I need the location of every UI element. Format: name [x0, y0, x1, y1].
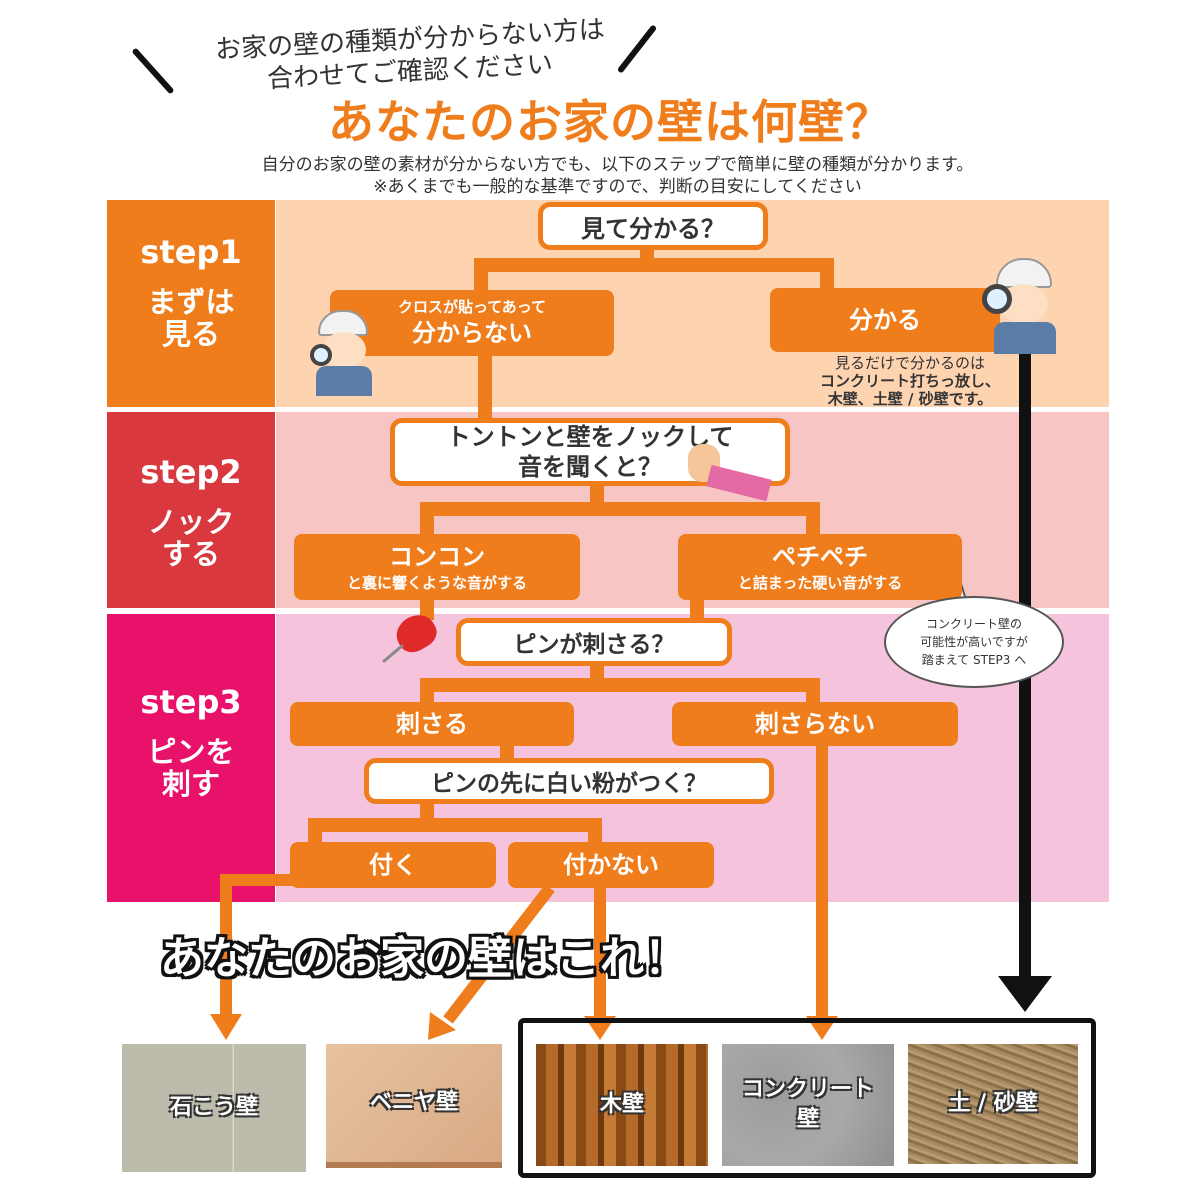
concrete-hint-bubble: コンクリート壁の 可能性が高いですが 踏まえて STEP3 へ	[884, 596, 1064, 688]
connector	[420, 678, 434, 708]
answer-powder-no-label: 付かない	[563, 851, 659, 879]
description-line2: ※あくまでも一般的な基準ですので、判断の目安にしてください	[373, 177, 862, 197]
answer-cannot-tell: クロスが貼ってあって 分からない	[330, 290, 614, 356]
connector	[806, 678, 820, 708]
answer-pin-not-in: 刺さらない	[672, 702, 958, 746]
arrow-to-veneer	[443, 884, 555, 1024]
step2-label: step2 ノック する	[107, 452, 275, 570]
note-line2: コンクリート打ちっ放し、	[819, 372, 1000, 390]
connector	[690, 598, 704, 620]
step3-label-bg	[107, 614, 275, 902]
note-line1: 見るだけで分かるのは	[834, 354, 985, 372]
page-title: あなたのお家の壁は何壁？	[328, 95, 892, 149]
question-see: 見て分かる？	[538, 202, 768, 250]
knocking-hand-icon	[680, 444, 772, 502]
step2-label-bg	[107, 412, 275, 608]
answer-solid-sound: ペチペチ と詰まった硬い音がする	[678, 534, 962, 600]
wall-tile-gypsum: 石こう壁	[122, 1044, 306, 1172]
answer-powder-yes-label: 付く	[369, 851, 417, 879]
visible-walls-frame	[518, 1018, 1096, 1178]
connector	[308, 818, 322, 846]
arrowhead-visible-walls	[998, 976, 1052, 1012]
answer-powder-yes: 付く	[290, 842, 496, 888]
pushpin-icon	[374, 608, 444, 668]
connector	[478, 352, 492, 424]
arrow-to-gypsum	[220, 874, 300, 1018]
question-knock-line2: 音を聞くと？	[518, 453, 662, 481]
connector	[820, 258, 834, 294]
connector	[474, 258, 488, 296]
worker-confused-icon	[308, 310, 378, 396]
step3-label: step3 ピンを 刺す	[107, 682, 275, 800]
wall-tile-wood: 木壁	[536, 1044, 708, 1166]
result-title: あなたのお家の壁はこれ！	[160, 933, 688, 984]
connector	[474, 258, 834, 272]
answer-cannot-tell-label: 分からない	[412, 319, 532, 347]
step1-action: まずは 見る	[147, 285, 235, 351]
visible-walls-note: 見るだけで分かるのは コンクリート打ちっ放し、 木壁、土壁 / 砂壁です。	[740, 354, 1080, 408]
arrowhead-veneer	[428, 1012, 456, 1040]
answer-pin-goes-in: 刺さる	[290, 702, 574, 746]
answer-can-tell: 分かる	[770, 288, 1000, 352]
connector	[420, 502, 820, 516]
question-pin: ピンが刺さる？	[456, 618, 732, 666]
connector	[588, 818, 602, 846]
answer-hollow-label: コンコン	[389, 543, 485, 571]
step1-number: step1	[140, 233, 242, 271]
arrowhead-gypsum	[210, 1014, 242, 1040]
connector	[308, 818, 602, 832]
question-knock: トントンと壁をノックして 音を聞くと？	[390, 418, 790, 486]
question-knock-line1: トントンと壁をノックして	[446, 423, 734, 451]
answer-pin-not-in-label: 刺さらない	[755, 710, 875, 738]
question-white-powder: ピンの先に白い粉がつく？	[364, 758, 774, 804]
connector	[420, 502, 434, 542]
step2-number: step2	[140, 453, 242, 491]
connector	[806, 502, 820, 542]
wall-tile-veneer: ベニヤ壁	[326, 1044, 502, 1168]
step1-label: step1 まずは 見る	[107, 232, 275, 350]
note-line3: 木壁、土壁 / 砂壁です。	[827, 390, 993, 408]
wall-tile-concrete: コンクリート 壁	[722, 1044, 894, 1166]
connector	[420, 678, 820, 692]
step3-action: ピンを 刺す	[147, 735, 235, 801]
answer-solid-label: ペチペチ	[772, 543, 868, 571]
wall-tile-soil-sand: 土 / 砂壁	[908, 1044, 1078, 1164]
description-line1: 自分のお家の壁の素材が分からない方でも、以下のステップで簡単に壁の種類が分かりま…	[261, 155, 974, 175]
answer-powder-no: 付かない	[508, 842, 714, 888]
answer-solid-sub: と詰まった硬い音がする	[737, 574, 903, 592]
step3-number: step3	[140, 683, 242, 721]
answer-pin-goes-in-label: 刺さる	[396, 710, 468, 738]
answer-can-tell-label: 分かる	[849, 306, 921, 334]
worker-magnifier-icon	[980, 258, 1062, 354]
step1-label-bg	[107, 200, 275, 407]
answer-hollow-sound: コンコン と裏に響くような音がする	[294, 534, 580, 600]
answer-cannot-tell-sub: クロスが貼ってあって	[397, 298, 547, 316]
answer-hollow-sub: と裏に響くような音がする	[346, 574, 527, 592]
step2-action: ノック する	[147, 505, 235, 571]
